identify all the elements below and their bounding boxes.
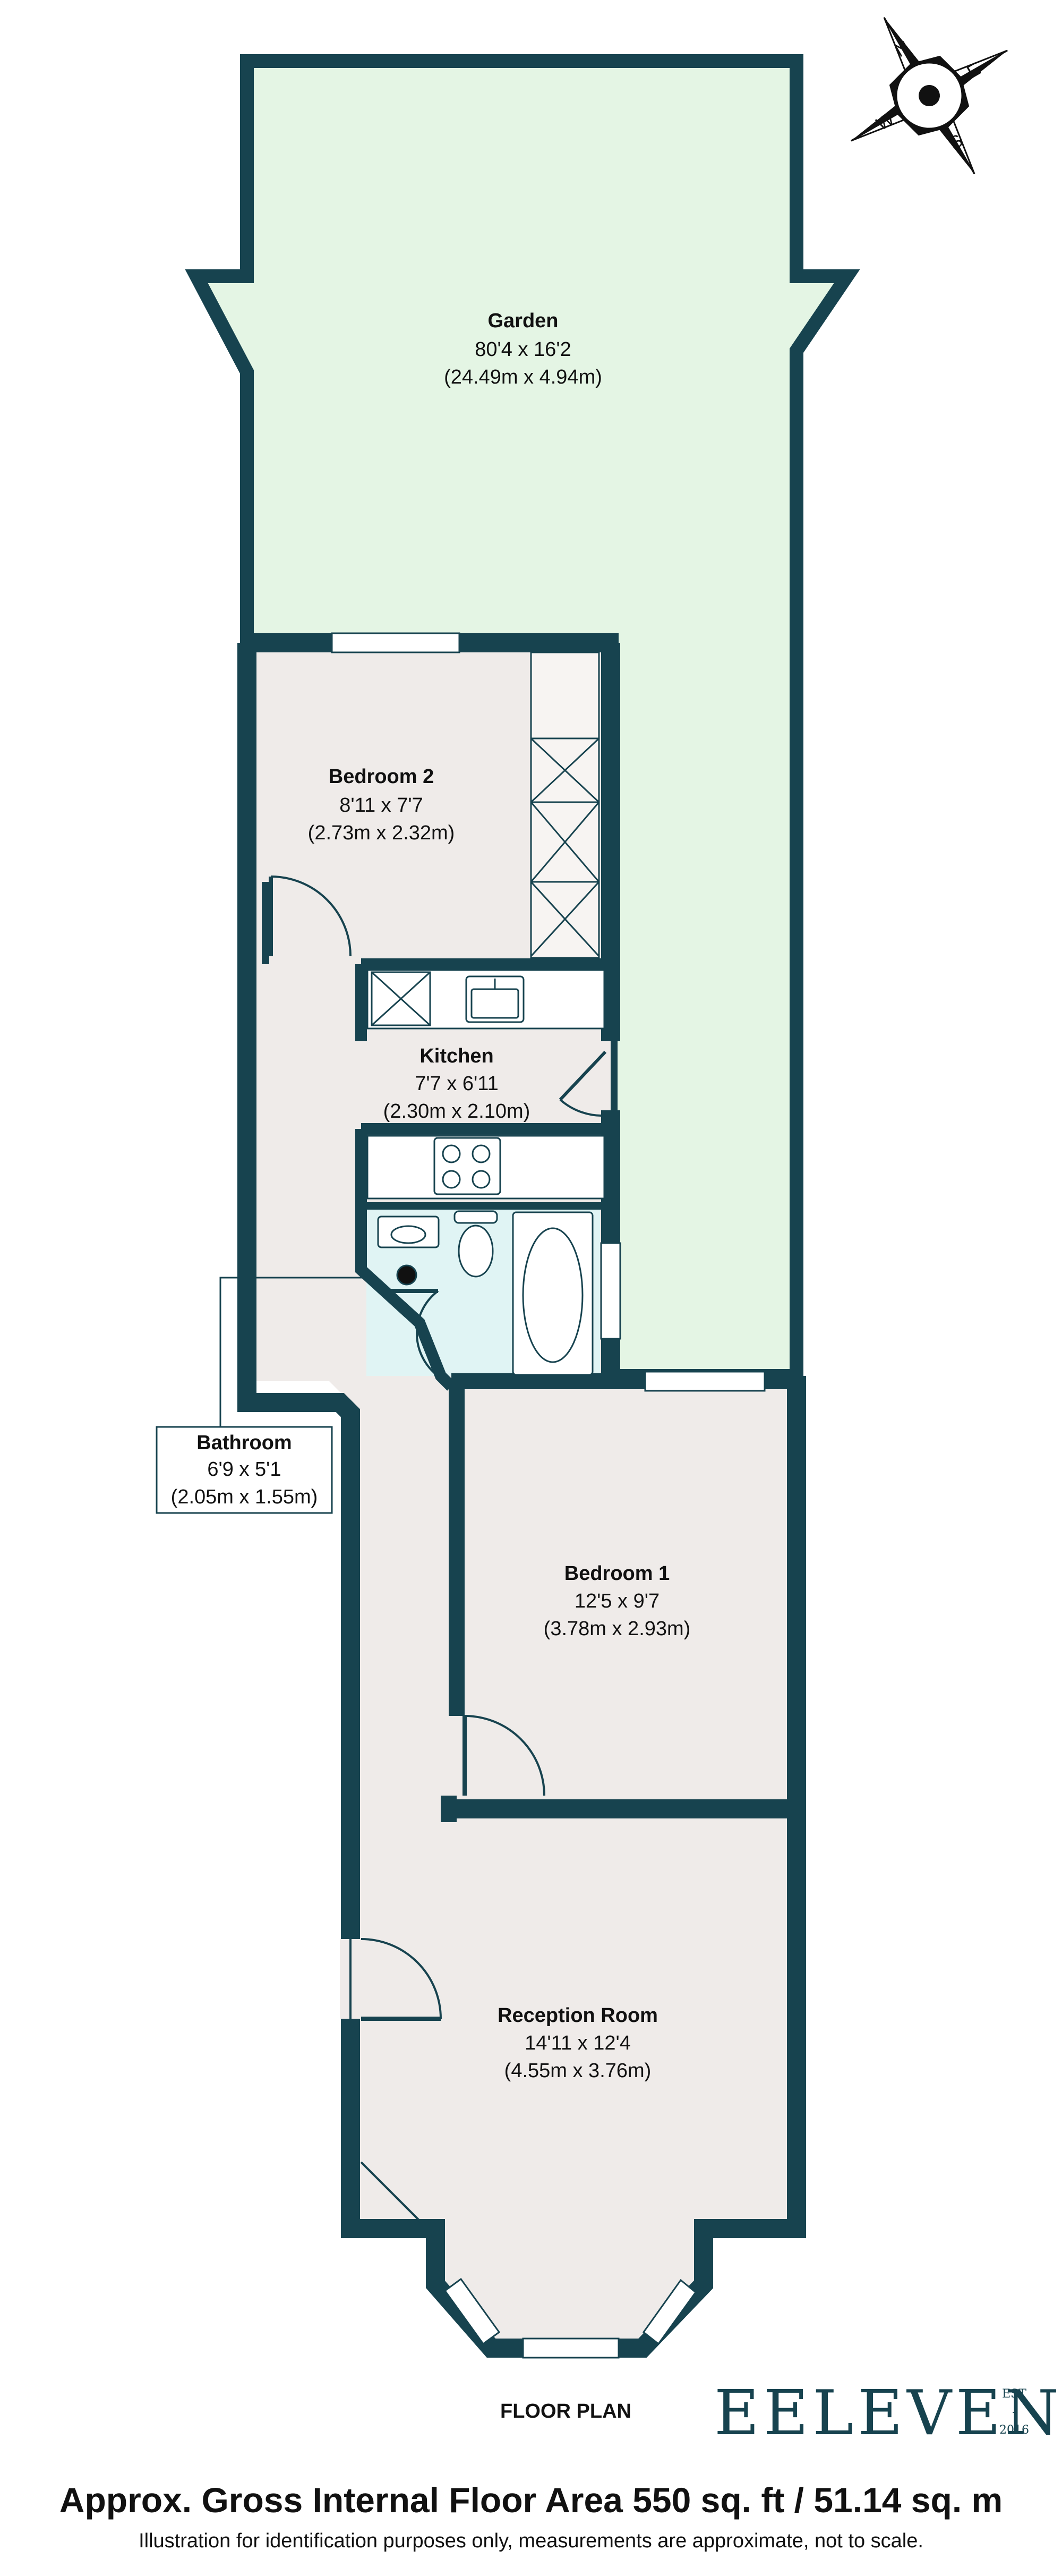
kitchen-name: Kitchen [419, 1045, 493, 1067]
bathroom-fittings [377, 1210, 594, 1376]
garden-name: Garden [487, 310, 558, 332]
brand-established: EST - 2016 [993, 2385, 1035, 2439]
compass-rose-icon: N E S W [851, 17, 1008, 174]
windows [331, 632, 766, 2359]
window-bedroom1 [644, 1371, 766, 1392]
bathroom-imperial: 6'9 x 5'1 [207, 1458, 281, 1481]
kitchen-imperial: 7'7 x 6'11 [415, 1073, 498, 1095]
bathroom-name: Bathroom [196, 1432, 292, 1454]
bedroom2-metric: (2.73m x 2.32m) [308, 822, 455, 844]
reception-name: Reception Room [498, 2004, 658, 2027]
gross-floor-area: Approx. Gross Internal Floor Area 550 sq… [59, 2480, 1003, 2520]
doors [269, 875, 607, 2227]
kitchen-metric: (2.30m x 2.10m) [383, 1100, 530, 1123]
bedroom2-wardrobe [530, 651, 600, 959]
bedroom1-imperial: 12'5 x 9'7 [575, 1590, 660, 1612]
garden-metric: (24.49m x 4.94m) [444, 366, 602, 388]
boiler-icon [396, 1264, 417, 1286]
bedroom1-name: Bedroom 1 [564, 1562, 670, 1585]
brand-logo: EELEVEN [714, 2377, 1062, 2449]
toilet-icon [458, 1225, 494, 1278]
room-labels: Garden 80'4 x 16'2 (24.49m x 4.94m) Bedr… [171, 310, 691, 2082]
bedroom1-metric: (3.78m x 2.93m) [544, 1618, 691, 1640]
reception-metric: (4.55m x 3.76m) [504, 2060, 652, 2082]
kitchen-fittings [366, 969, 605, 1200]
floor-plan-label: FLOOR PLAN [500, 2400, 631, 2422]
window-bay-center [522, 2337, 620, 2359]
bedroom2-name: Bedroom 2 [329, 766, 434, 788]
window-bathroom [600, 1242, 621, 1340]
bathroom-metric: (2.05m x 1.55m) [171, 1486, 318, 1508]
hob-icon [433, 1137, 501, 1195]
window-bay-right [642, 2279, 697, 2345]
garden-imperial: 80'4 x 16'2 [475, 338, 571, 361]
disclaimer: Illustration for identification purposes… [139, 2530, 923, 2552]
sink-icon [465, 975, 525, 1023]
reception-imperial: 14'11 x 12'4 [525, 2032, 631, 2054]
bathroom-callout [156, 1277, 366, 1514]
basin-icon [377, 1215, 440, 1248]
bath-icon [512, 1211, 594, 1376]
window-bay-left [443, 2277, 501, 2345]
bedroom2-imperial: 8'11 x 7'7 [339, 794, 423, 817]
bathroom-label-box [156, 1426, 333, 1514]
brand-est-year: 2016 [999, 2424, 1029, 2437]
brand-est-label: EST [1002, 2387, 1026, 2401]
brand-est-dash: - [1012, 2405, 1016, 2419]
toilet-cistern-icon [453, 1210, 498, 1224]
window-bedroom2 [331, 632, 460, 653]
